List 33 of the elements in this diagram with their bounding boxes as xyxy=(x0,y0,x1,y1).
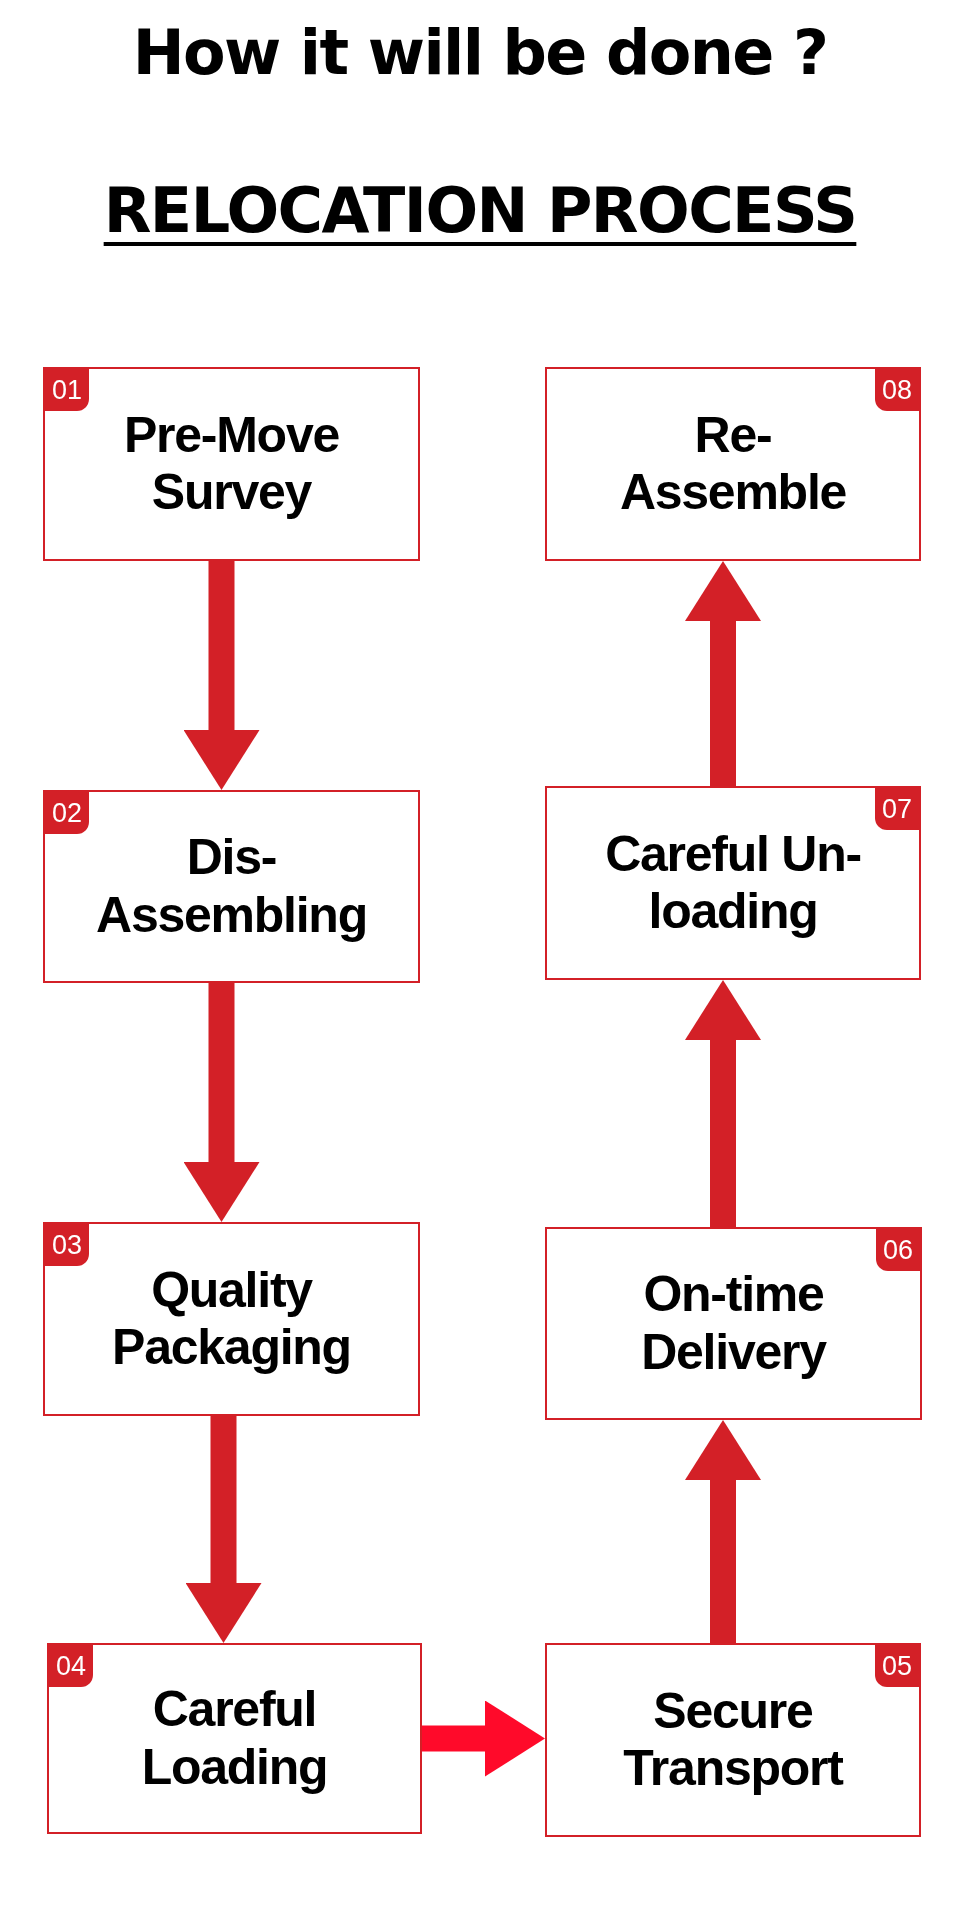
arrow xyxy=(185,1416,262,1643)
step-number-badge: 05 xyxy=(875,1645,919,1687)
arrow xyxy=(183,983,260,1222)
step-label: On-time Delivery xyxy=(640,1266,828,1381)
step-box xyxy=(545,367,921,561)
step-box xyxy=(43,1222,420,1416)
arrow xyxy=(183,561,260,790)
step-box xyxy=(43,790,420,983)
step-number-badge: 08 xyxy=(875,369,919,411)
step-number-badge: 02 xyxy=(45,792,89,834)
step-label: Re- Assemble xyxy=(618,406,848,522)
step-number-badge: 06 xyxy=(876,1229,920,1271)
step-label: Quality Packaging xyxy=(111,1261,352,1377)
arrow xyxy=(685,980,761,1227)
arrow xyxy=(685,1420,761,1643)
step-label: Pre-Move Survey xyxy=(122,406,341,522)
step-number-badge: 03 xyxy=(45,1224,89,1266)
step-label: Careful Un-loading xyxy=(604,825,862,941)
title: How it will be done ? xyxy=(132,22,828,84)
step-box xyxy=(47,1643,422,1834)
step-box xyxy=(43,367,420,561)
step-label: Secure Transport xyxy=(622,1682,845,1798)
step-box xyxy=(545,1643,921,1837)
arrow xyxy=(685,561,761,786)
step-number-badge: 04 xyxy=(49,1645,93,1687)
step-number-badge: 07 xyxy=(875,788,919,830)
step-label: Careful Loading xyxy=(140,1681,329,1796)
arrow xyxy=(422,1700,545,1777)
subtitle: RELOCATION PROCESS xyxy=(103,180,857,242)
step-box xyxy=(545,786,921,980)
step-box xyxy=(545,1227,922,1420)
step-label: Dis- Assembling xyxy=(95,829,368,944)
step-number-badge: 01 xyxy=(45,369,89,411)
